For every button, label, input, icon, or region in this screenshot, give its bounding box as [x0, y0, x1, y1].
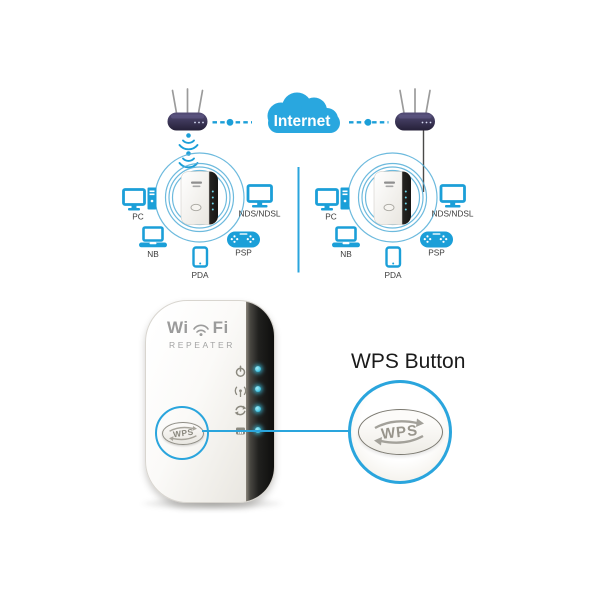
device-label-nb: NB [340, 249, 352, 259]
wifi-arcs-icon [192, 324, 209, 336]
device-label-psp: PSP [428, 248, 445, 258]
status-led [255, 406, 261, 412]
wps-label: WPS [380, 421, 420, 443]
wps-highlight-ring [155, 405, 209, 460]
diagram-group-left: PC NB PDA PSP [122, 152, 281, 280]
antenna [399, 89, 405, 114]
wifi-repeater-logo: Wi Fi [167, 318, 229, 338]
logo-fi: Fi [212, 318, 229, 337]
smartphone-icon [385, 246, 402, 268]
status-led [255, 386, 261, 392]
router-right [395, 88, 435, 131]
wps-callout: WPS [348, 380, 452, 484]
device-label-pc: PC [132, 212, 144, 222]
connector-dot [226, 118, 234, 126]
logo-wi: Wi [167, 318, 189, 337]
device-label-pda: PDA [384, 270, 402, 280]
desktop-pc-icon [315, 187, 350, 211]
wps-button-zoomed: WPS [357, 409, 443, 455]
laptop-icon [332, 226, 360, 248]
status-led [255, 366, 261, 372]
device-label-pc: PC [325, 212, 337, 222]
wifi-downlink-icon [178, 133, 199, 169]
repeat-icon [234, 405, 247, 415]
callout-line [202, 429, 354, 433]
mini-repeater [373, 171, 411, 225]
antenna [425, 89, 431, 114]
handheld-game-console-icon [227, 231, 260, 248]
internet-cloud: Internet [267, 92, 340, 133]
smartphone-icon [192, 246, 209, 268]
internet-label: Internet [274, 113, 331, 130]
device-label-nb: NB [147, 249, 159, 259]
laptop-icon [139, 226, 167, 248]
monitor-icon [246, 184, 273, 208]
wifi-signal-icon [234, 386, 247, 397]
logo-repeater: REPEATER [169, 340, 235, 350]
repeater-device: Wi Fi REPEATER [145, 300, 275, 503]
mini-repeater [180, 171, 218, 225]
desktop-pc-icon [122, 187, 157, 211]
device-label-nds: NDS/NDSL [432, 209, 474, 219]
handheld-game-console-icon [420, 231, 453, 248]
callout-title: WPS Button [351, 350, 466, 373]
router-left [167, 88, 208, 131]
monitor-icon [439, 184, 466, 208]
device-side-panel [246, 301, 274, 502]
diagram-group-right: PC NB PDA PSP [315, 152, 474, 280]
antenna [197, 89, 204, 114]
rotate-arrows-icon [373, 418, 424, 446]
power-icon [235, 364, 246, 377]
device-label-pda: PDA [191, 270, 209, 280]
device-label-nds: NDS/NDSL [239, 209, 281, 219]
connector-dot [364, 118, 372, 126]
antenna [171, 89, 178, 114]
device-label-psp: PSP [235, 248, 252, 258]
network-diagram: Internet [122, 88, 474, 280]
